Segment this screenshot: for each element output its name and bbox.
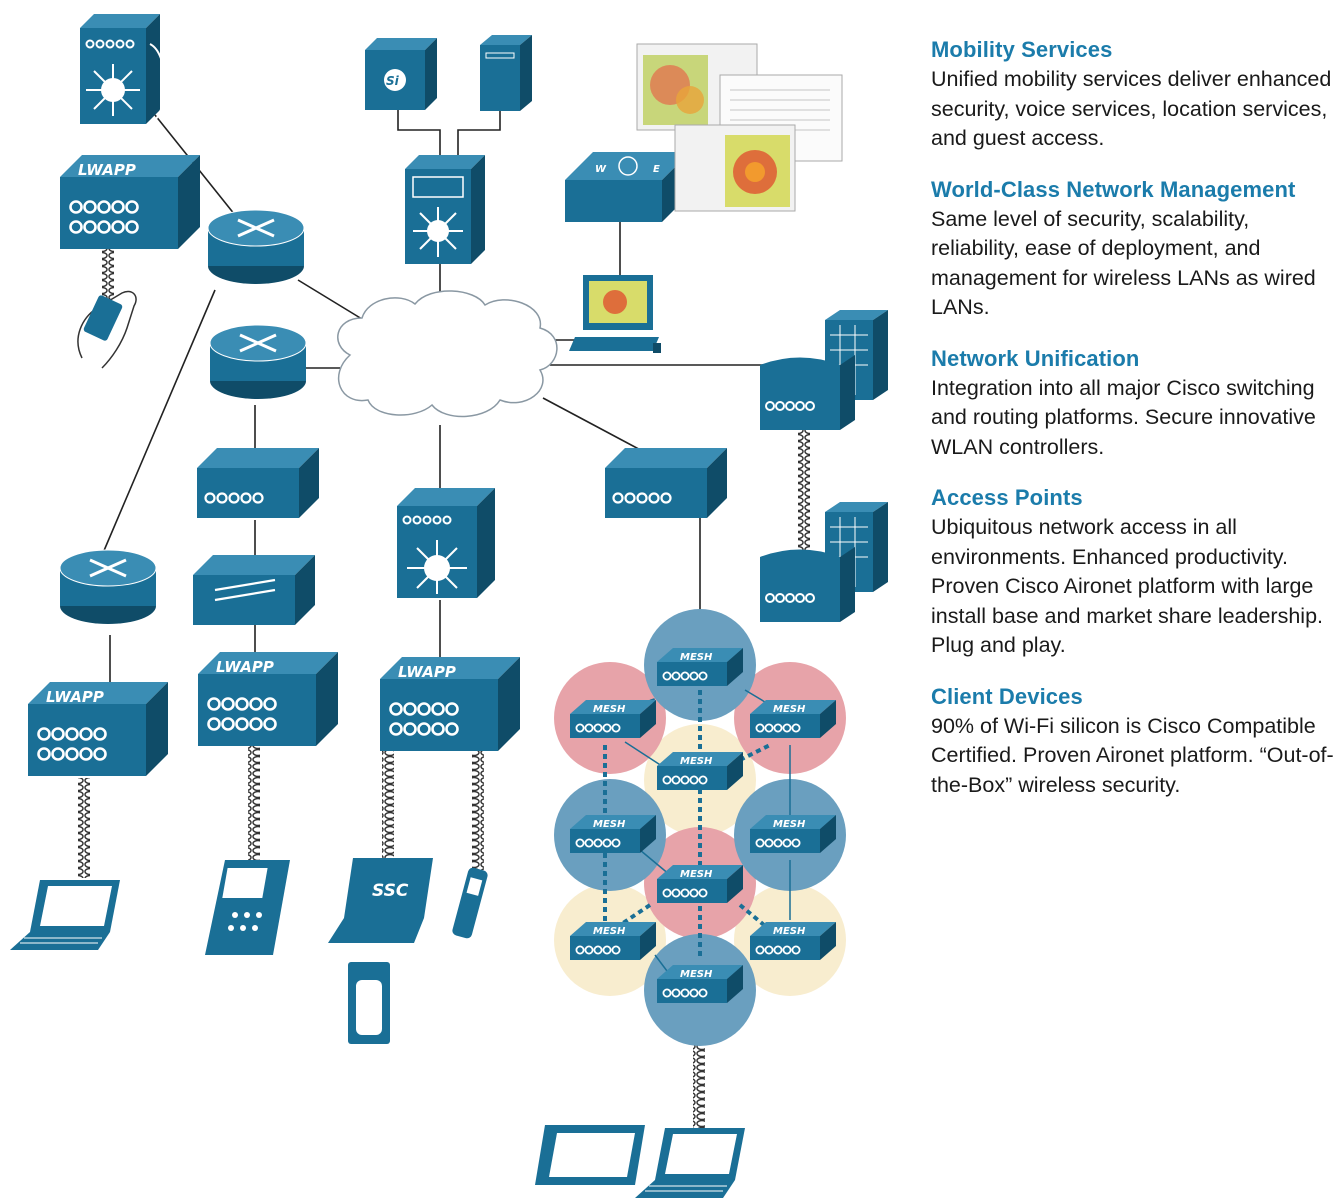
access-point-icon (197, 448, 319, 518)
section-body: Unified mobility services deliver enhanc… (931, 67, 1332, 150)
mesh-label: MESH (593, 704, 626, 715)
server-icon (480, 35, 532, 111)
pda-icon (205, 860, 290, 955)
layer2-switch-icon (193, 555, 315, 625)
lwapp-label: LWAPP (46, 688, 104, 706)
section-body: 90% of Wi-Fi silicon is Cisco Compatible… (931, 713, 1334, 797)
branch-building-icon (760, 502, 888, 622)
section-body: Same level of security, scalability, rel… (931, 206, 1316, 320)
mesh-label: MESH (593, 819, 626, 830)
laptop-icon (634, 1127, 746, 1199)
router-icon (58, 548, 158, 626)
branch-building-icon (760, 310, 888, 430)
wifi-phone-icon (452, 867, 488, 939)
core-switch-icon (405, 155, 485, 264)
network-cloud-icon (337, 290, 558, 418)
lwapp-label: LWAPP (398, 663, 456, 681)
router-icon (206, 208, 306, 286)
si-switch-icon: Si (365, 38, 437, 110)
lwapp-label: LWAPP (78, 161, 136, 179)
section-body: Ubiquitous network access in all environ… (931, 515, 1323, 657)
mesh-labels: MESH MESH MESH MESH MESH MESH MESH MESH … (593, 652, 806, 980)
si-label: Si (386, 74, 400, 88)
legend-section-mobility-services: Mobility Services Unified mobility servi… (931, 36, 1343, 154)
section-title: Network Unification (931, 345, 1140, 371)
mesh-label: MESH (593, 926, 626, 937)
network-diagram: MESH MESH MESH MESH MESH MESH MESH MESH … (9, 14, 888, 1199)
laptop-icon (9, 879, 121, 951)
lwapp-controller-center-left: LWAPP (196, 650, 340, 748)
handheld-in-hand-icon (77, 290, 137, 369)
mesh-label: MESH (773, 704, 806, 715)
legend-panel: Mobility Services Unified mobility servi… (931, 36, 1343, 822)
mesh-label: MESH (773, 926, 806, 937)
legend-section-client-devices: Client Devices 90% of Wi-Fi silicon is C… (931, 683, 1343, 801)
mesh-label: MESH (680, 969, 713, 980)
section-body: Integration into all major Cisco switchi… (931, 375, 1316, 459)
mesh-label: MESH (680, 756, 713, 767)
section-title: World-Class Network Management (931, 176, 1296, 202)
compass-e-label: E (653, 164, 660, 175)
lwapp-label: LWAPP (216, 658, 274, 676)
legend-section-access-points: Access Points Ubiquitous network access … (931, 484, 1343, 661)
section-title: Client Devices (931, 683, 1083, 709)
management-workstation-icon (569, 275, 661, 353)
layer3-switch-icon (397, 488, 495, 598)
wireless-card-icon (348, 962, 390, 1044)
wcs-heatmap-screenshot-icon (636, 43, 843, 212)
tablet-icon (535, 1125, 645, 1185)
router-icon (208, 323, 308, 401)
mesh-label: MESH (680, 652, 713, 663)
lwapp-controller-left: LWAPP (26, 680, 170, 778)
section-title: Access Points (931, 485, 1083, 510)
access-point-icon (605, 448, 727, 518)
network-links (99, 80, 770, 690)
compass-w-label: W (595, 164, 607, 175)
legend-section-network-unification: Network Unification Integration into all… (931, 345, 1343, 463)
mesh-label: MESH (680, 869, 713, 880)
mesh-label: MESH (773, 819, 806, 830)
ssc-label: SSC (372, 881, 409, 901)
ssc-laptop-icon: SSC (328, 858, 433, 943)
lwapp-controller-top-left: LWAPP (58, 153, 202, 251)
section-title: Mobility Services (931, 37, 1113, 62)
legend-section-network-management: World-Class Network Management Same leve… (931, 176, 1343, 323)
wlan-management-appliance-icon: W E (565, 152, 690, 222)
lwapp-controller-center: LWAPP (378, 655, 522, 753)
mesh-network-cluster: MESH MESH MESH MESH MESH MESH MESH MESH … (554, 609, 846, 1046)
layer3-switch-icon (80, 14, 166, 125)
